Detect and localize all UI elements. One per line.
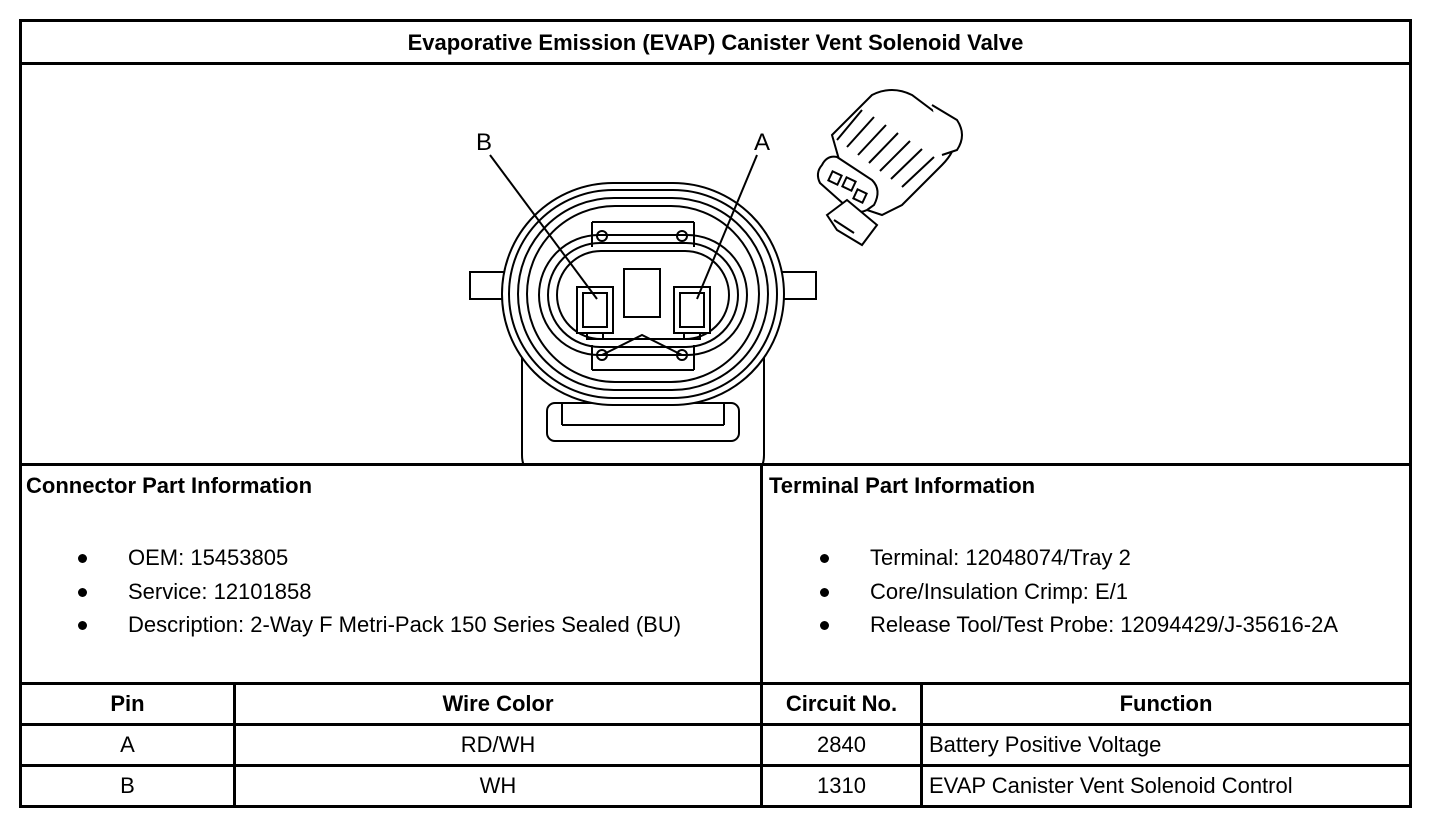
connector-face-drawing bbox=[469, 154, 817, 465]
pin-label-b: B bbox=[476, 129, 492, 156]
column-header-circuit-no: Circuit No. bbox=[785, 691, 898, 716]
cell-wire-color: WH bbox=[479, 773, 517, 798]
diagram-divider bbox=[22, 463, 1409, 466]
column-header-pin: Pin bbox=[110, 691, 145, 716]
column-header-wire-color: Wire Color bbox=[442, 691, 554, 716]
cell-wire-color: RD/WH bbox=[460, 732, 536, 757]
cell-pin: B bbox=[120, 773, 135, 798]
pin-label-a: A bbox=[754, 129, 770, 156]
table-top-rule bbox=[22, 682, 1409, 685]
terminal-info-heading: Terminal Part Information bbox=[769, 473, 1036, 498]
bullet-icon bbox=[78, 587, 87, 597]
table-column-rule bbox=[233, 682, 236, 805]
cell-circuit-no: 1310 bbox=[817, 773, 866, 798]
connector-sheet: Evaporative Emission (EVAP) Canister Ven… bbox=[19, 19, 1412, 808]
connector-info-heading: Connector Part Information bbox=[26, 473, 313, 498]
cell-circuit-no: 2840 bbox=[817, 732, 866, 757]
cell-function: Battery Positive Voltage bbox=[929, 732, 1162, 757]
bullet-icon bbox=[820, 621, 829, 630]
connector-isometric-icon bbox=[816, 89, 963, 247]
table-column-rule bbox=[920, 682, 923, 805]
cell-function: EVAP Canister Vent Solenoid Control bbox=[929, 773, 1293, 798]
page-title: Evaporative Emission (EVAP) Canister Ven… bbox=[407, 30, 1024, 55]
table-header-rule bbox=[22, 723, 1409, 726]
bullet-icon bbox=[78, 621, 87, 630]
table-column-rule bbox=[760, 682, 763, 805]
connector-diagram: B A bbox=[469, 89, 963, 465]
bullet-icon bbox=[820, 554, 829, 563]
column-header-function: Function bbox=[1119, 691, 1213, 716]
title-divider bbox=[22, 62, 1409, 65]
bullet-icon bbox=[78, 554, 87, 563]
info-column-divider bbox=[760, 463, 763, 682]
table-row-rule bbox=[22, 764, 1409, 767]
cell-pin: A bbox=[120, 732, 135, 757]
bullet-icon bbox=[820, 587, 829, 597]
